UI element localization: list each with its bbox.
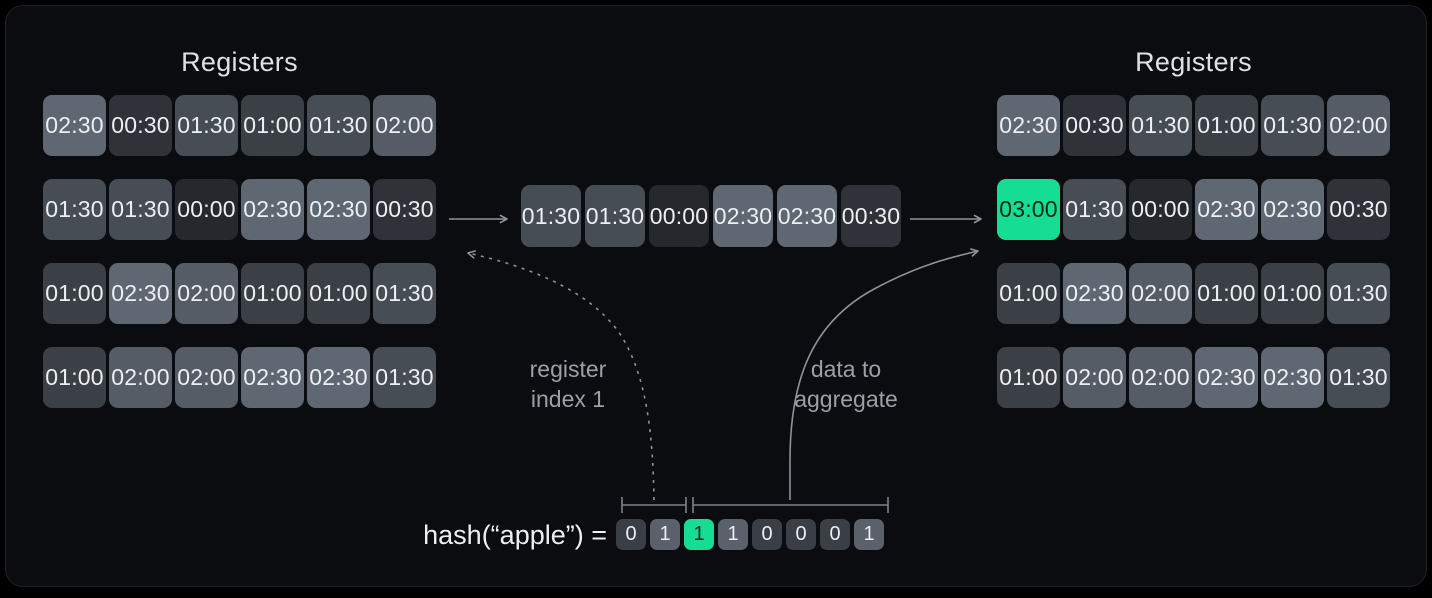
register-cell: 01:00: [43, 347, 106, 408]
register-cell: 01:30: [373, 347, 436, 408]
register-cell: 00:00: [175, 179, 238, 240]
register-cell: 01:00: [997, 263, 1060, 324]
register-cell: 01:30: [1063, 179, 1126, 240]
register-cell: 02:00: [1129, 347, 1192, 408]
register-cell: 02:30: [713, 185, 773, 247]
hash-bit-highlighted: 1: [684, 519, 714, 550]
register-index-label: register index 1: [458, 354, 678, 414]
register-cell: 02:30: [307, 179, 370, 240]
register-cell: 01:30: [109, 179, 172, 240]
register-cell: 00:30: [841, 185, 901, 247]
hash-expression: hash(“apple”) =: [423, 520, 607, 550]
register-cell: 01:30: [175, 95, 238, 156]
register-cell: 02:00: [175, 263, 238, 324]
hash-bit: 0: [820, 519, 850, 550]
data-to-aggregate-label: data to aggregate: [736, 354, 956, 414]
register-cell: 00:30: [1327, 179, 1390, 240]
register-index-label-line1: register: [529, 356, 607, 382]
register-cell: 00:30: [373, 179, 436, 240]
register-cell: 01:00: [997, 347, 1060, 408]
register-cell: 02:30: [307, 347, 370, 408]
register-cell: 02:30: [1261, 347, 1324, 408]
register-cell: 01:30: [1327, 263, 1390, 324]
register-cell: 02:00: [109, 347, 172, 408]
register-cell: 01:30: [1261, 95, 1324, 156]
register-cell-highlighted: 03:00: [997, 179, 1060, 240]
register-cell: 01:00: [1195, 263, 1258, 324]
register-cell: 01:00: [1261, 263, 1324, 324]
right-registers-title: Registers: [1135, 47, 1252, 77]
register-cell: 01:00: [241, 95, 304, 156]
register-cell: 01:30: [1327, 347, 1390, 408]
register-cell: 02:30: [1261, 179, 1324, 240]
data-to-aggregate-label-line1: data to: [810, 356, 882, 382]
register-cell: 02:00: [1063, 347, 1126, 408]
register-cell: 02:00: [1327, 95, 1390, 156]
hash-bit: 0: [752, 519, 782, 550]
aggregate-bits-bracket: [692, 497, 889, 513]
hash-bit: 1: [650, 519, 680, 550]
hash-bit: 1: [718, 519, 748, 550]
left-registers-title: Registers: [181, 47, 298, 77]
register-cell: 02:30: [241, 179, 304, 240]
register-cell: 02:30: [241, 347, 304, 408]
register-cell: 01:30: [307, 95, 370, 156]
register-cell: 02:00: [1129, 263, 1192, 324]
register-cell: 02:30: [777, 185, 837, 247]
register-cell: 00:00: [1129, 179, 1192, 240]
hash-bit: 1: [854, 519, 884, 550]
register-cell: 01:00: [241, 263, 304, 324]
hash-bit: 0: [616, 519, 646, 550]
register-cell: 02:00: [175, 347, 238, 408]
register-cell: 02:00: [373, 95, 436, 156]
register-cell: 01:30: [521, 185, 581, 247]
register-cell: 00:30: [109, 95, 172, 156]
register-index-bits-bracket: [621, 497, 687, 513]
register-cell: 02:30: [1063, 263, 1126, 324]
register-cell: 01:30: [43, 179, 106, 240]
register-cell: 01:00: [1195, 95, 1258, 156]
register-cell: 01:00: [307, 263, 370, 324]
register-cell: 02:30: [1195, 179, 1258, 240]
register-index-label-line2: index 1: [530, 386, 606, 412]
register-cell: 02:30: [997, 95, 1060, 156]
register-cell: 01:30: [585, 185, 645, 247]
register-cell: 01:30: [373, 263, 436, 324]
register-cell: 02:30: [43, 95, 106, 156]
hash-bit: 0: [786, 519, 816, 550]
data-to-aggregate-label-line2: aggregate: [794, 386, 898, 412]
register-cell: 01:30: [1129, 95, 1192, 156]
register-cell: 02:30: [1195, 347, 1258, 408]
register-cell: 01:00: [43, 263, 106, 324]
register-cell: 00:00: [649, 185, 709, 247]
register-cell: 02:30: [109, 263, 172, 324]
register-cell: 00:30: [1063, 95, 1126, 156]
